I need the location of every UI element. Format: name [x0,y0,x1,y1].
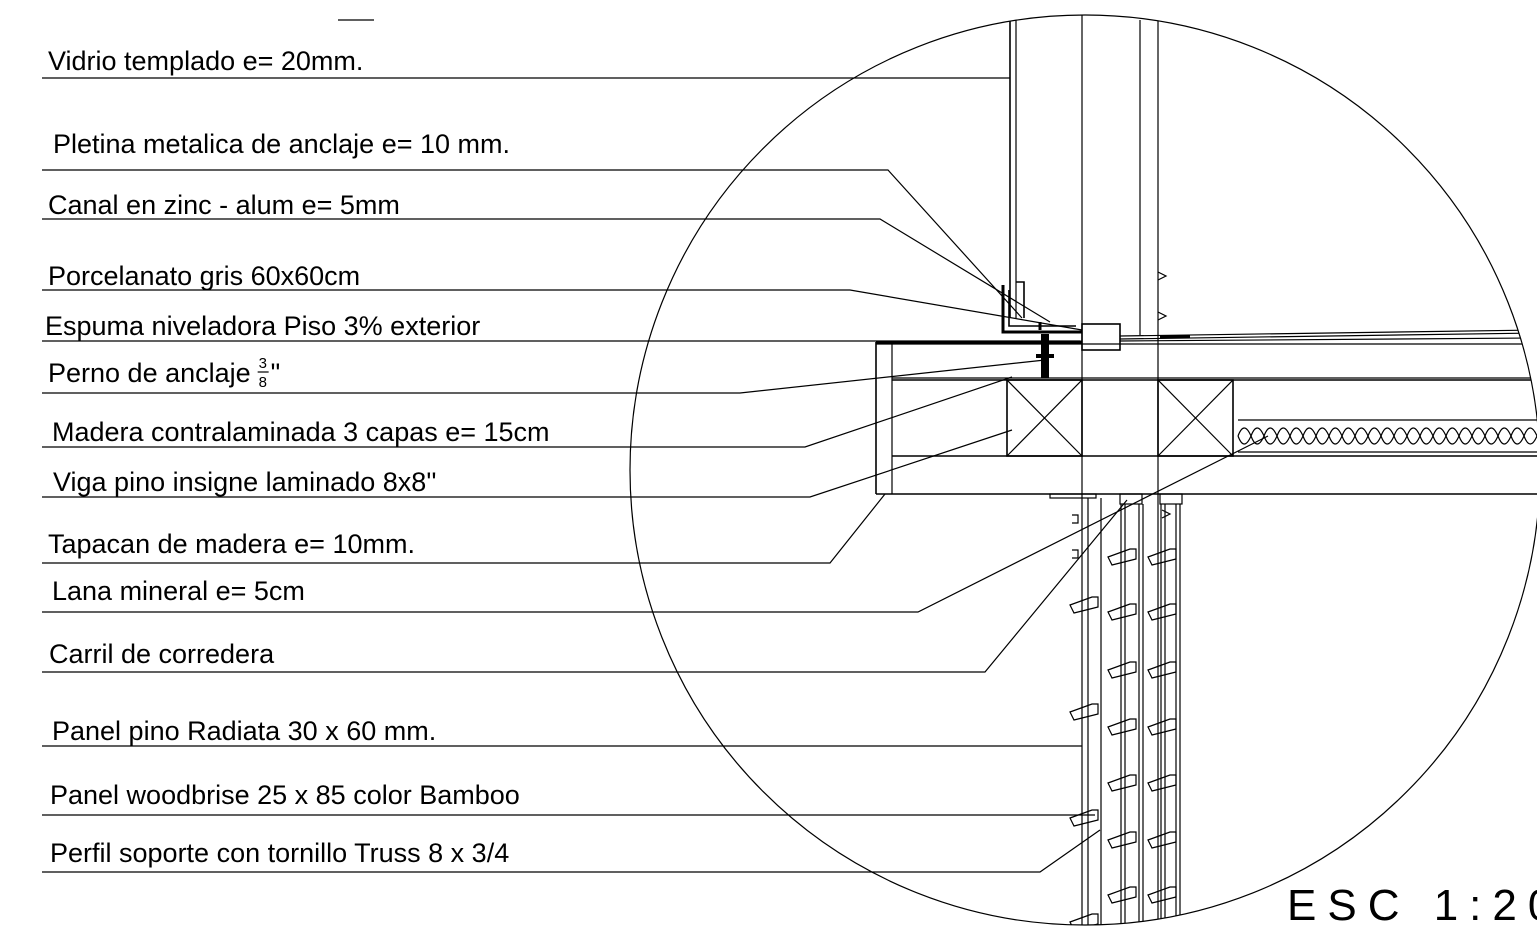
label-perno-suffix: " [271,358,281,388]
label-panel-pino: Panel pino Radiata 30 x 60 mm. [52,716,436,746]
label-madera: Madera contralaminada 3 capas e= 15cm [52,417,550,447]
labels: Vidrio templado e= 20mm. Pletina metalic… [45,46,550,868]
scale-label: ESC 1:20 [1287,881,1537,930]
label-tapacan: Tapacan de madera e= 10mm. [48,529,415,559]
detail-circle [629,14,1537,926]
label-lana: Lana mineral e= 5cm [52,576,305,606]
mineral-wool [1237,419,1537,453]
label-perno-frac-num: 3 [259,355,267,372]
label-perfil: Perfil soporte con tornillo Truss 8 x 3/… [50,838,509,868]
label-carril: Carril de corredera [49,639,275,669]
label-viga: Viga pino insigne laminado 8x8'' [53,467,437,497]
label-vidrio: Vidrio templado e= 20mm. [48,46,363,76]
leader-lines [42,77,1269,873]
section-geometry [875,15,1537,925]
label-perno: Perno de anclaje [48,358,251,388]
label-pletina: Pletina metalica de anclaje e= 10 mm. [53,129,510,159]
label-canal: Canal en zinc - alum e= 5mm [48,190,400,220]
label-perno-frac-den: 8 [259,374,267,391]
label-porcelanato: Porcelanato gris 60x60cm [48,261,360,291]
label-woodbrise: Panel woodbrise 25 x 85 color Bamboo [50,780,520,810]
label-espuma: Espuma niveladora Piso 3% exterior [45,311,480,341]
woodbrise-brackets [1069,548,1177,925]
